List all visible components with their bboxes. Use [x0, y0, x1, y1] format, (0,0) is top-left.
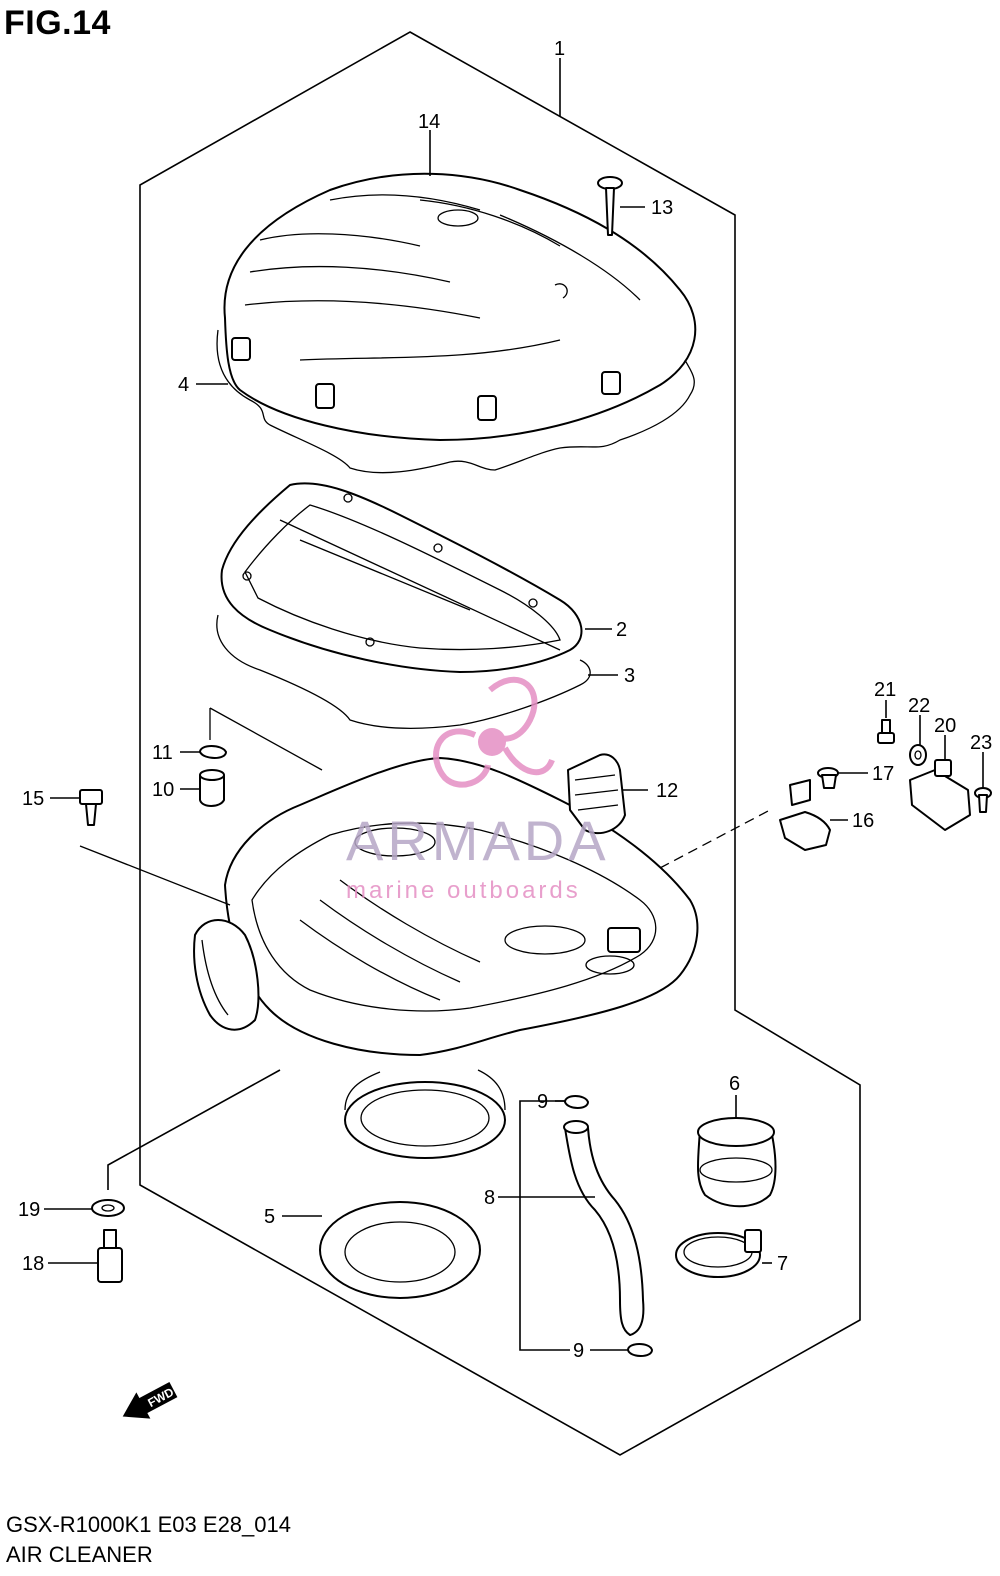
watermark-tagline: marine outboards: [346, 877, 581, 904]
screw-13: [597, 176, 623, 236]
air-cleaner-cover: [223, 172, 697, 441]
callout-20: 20: [934, 715, 956, 737]
switch-18: [97, 1229, 123, 1283]
leader-lines: [44, 58, 984, 1351]
callout-22: 22: [908, 695, 930, 717]
callout-11: 11: [152, 742, 173, 764]
washer-19: [91, 1199, 125, 1217]
washer-22: [909, 744, 927, 766]
breather-hose-end: [563, 1120, 589, 1134]
callout-4: 4: [178, 374, 189, 396]
callout-15: 15: [22, 788, 44, 810]
callout-7: 7: [777, 1253, 788, 1275]
callout-1: 1: [554, 38, 565, 60]
callout-2: 2: [616, 619, 627, 641]
air-filter-element: [220, 482, 583, 673]
screw-17: [817, 767, 839, 789]
callout-3: 3: [624, 665, 635, 687]
cover-seal: [216, 329, 695, 474]
callout-9-lower: 9: [573, 1340, 584, 1362]
bolt-15: [79, 789, 103, 826]
hose-clip-lower: [627, 1343, 653, 1357]
callout-14: 14: [418, 111, 440, 133]
callout-labels: 1 2 3 4 5 6 7 8 9 9 10 11 12 13 14 15 16…: [18, 38, 992, 1362]
breather-hose: [564, 1127, 645, 1336]
diagram-name: AIR CLEANER: [6, 1542, 153, 1567]
callout-16: 16: [852, 810, 874, 832]
intake-seal-ring: [319, 1201, 481, 1299]
sensor-16: [779, 779, 831, 851]
model-code: GSX-R1000K1 E03 E28_014: [6, 1512, 291, 1537]
callout-17: 17: [872, 763, 894, 785]
callout-5: 5: [264, 1206, 275, 1228]
screen-12: [567, 753, 626, 835]
watermark-brand: ARMADA: [346, 809, 610, 872]
screw-23: [974, 787, 992, 813]
callout-21: 21: [874, 679, 896, 701]
hose-clamp: [675, 1229, 762, 1278]
callout-19: 19: [18, 1199, 40, 1221]
callout-8: 8: [484, 1187, 495, 1209]
callout-13: 13: [651, 197, 673, 219]
bolt-21: [877, 719, 895, 744]
callout-18: 18: [22, 1253, 44, 1275]
callout-9-upper: 9: [537, 1091, 548, 1113]
callout-23: 23: [970, 732, 992, 754]
figure-title: FIG.14: [4, 4, 111, 42]
fwd-arrow-marker: FWD: [122, 1382, 178, 1419]
sensor-20: [909, 759, 971, 831]
air-cleaner-case: [193, 757, 699, 1159]
cap-10: [199, 769, 225, 807]
armada-propeller-logo: [433, 676, 555, 788]
assembly-boundary: [139, 31, 861, 1456]
callout-6: 6: [729, 1073, 740, 1095]
clip-11: [199, 745, 227, 759]
hose-clip-upper: [564, 1095, 589, 1109]
callout-10: 10: [152, 779, 174, 801]
watermark: ARMADA marine outboards: [346, 676, 610, 904]
connector-tube: [696, 1117, 777, 1208]
filter-seal: [216, 614, 591, 729]
callout-12: 12: [656, 780, 678, 802]
